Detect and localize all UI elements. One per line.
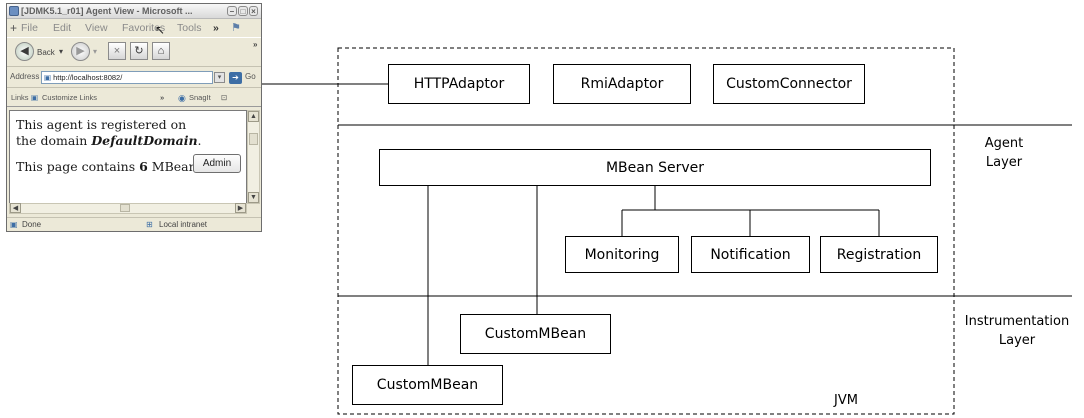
status-bar: ▣ Done ⊞ Local intranet <box>7 217 261 231</box>
jvm-boundary <box>337 47 955 415</box>
snagit-window-icon[interactable]: ⊡ <box>221 93 228 102</box>
mouse-pointer-icon: ↖ <box>155 23 166 37</box>
forward-arrow-icon[interactable]: ▶ <box>71 42 90 61</box>
domain-suffix: . <box>197 133 202 148</box>
back-button-label[interactable]: Back <box>37 48 55 57</box>
stop-icon[interactable]: × <box>108 42 126 60</box>
domain-line: the domain DefaultDomain. <box>16 133 246 149</box>
domain-prefix: the domain <box>16 133 92 148</box>
address-input[interactable]: ▣http://localhost:8082/ <box>41 71 213 84</box>
hscroll-thumb[interactable] <box>120 204 130 212</box>
done-page-icon: ▣ <box>10 220 18 229</box>
link-page-icon: ▣ <box>31 93 39 102</box>
close-icon[interactable]: × <box>249 6 258 16</box>
menu-bar: + File Edit View Favorites Tools » ⚑ ↖ <box>7 20 261 37</box>
home-icon[interactable]: ⌂ <box>152 42 170 60</box>
toolbar-more-icon[interactable]: » <box>253 40 258 49</box>
registration-box: Registration <box>820 236 938 273</box>
go-label[interactable]: Go <box>245 72 256 81</box>
custommbean-box-lower: CustomMBean <box>352 365 503 405</box>
horizontal-scrollbar[interactable]: ◀ ▶ <box>9 203 247 214</box>
back-dropdown-icon[interactable]: ▾ <box>59 47 64 56</box>
browser-window: [JDMK5.1_r01] Agent View - Microsoft ...… <box>6 3 262 232</box>
scroll-down-icon[interactable]: ▼ <box>248 192 259 203</box>
browser-titlebar: [JDMK5.1_r01] Agent View - Microsoft ...… <box>7 4 261 19</box>
custommbean-box-upper: CustomMBean <box>460 314 611 354</box>
snagit-icon: ◉ <box>178 93 186 103</box>
maximize-icon[interactable]: □ <box>238 6 248 16</box>
admin-button[interactable]: Admin <box>193 154 241 173</box>
forward-dropdown-icon[interactable]: ▾ <box>93 47 98 56</box>
scroll-up-icon[interactable]: ▲ <box>248 111 259 122</box>
domain-name: DefaultDomain <box>91 133 198 148</box>
intranet-icon: ⊞ <box>146 220 153 229</box>
page-icon: ▣ <box>44 73 52 82</box>
rmiadaptor-box: RmiAdaptor <box>553 64 691 104</box>
chevron-more-icon[interactable]: » <box>213 22 219 34</box>
httpadaptor-box: HTTPAdaptor <box>388 64 530 104</box>
instrumentation-layer-label: Instrumentation Layer <box>964 314 1070 348</box>
mbean-count: 6 <box>139 159 148 174</box>
links-more-icon[interactable]: » <box>160 93 165 102</box>
address-value: http://localhost:8082/ <box>53 73 123 82</box>
go-arrow-icon[interactable]: ➔ <box>229 72 242 84</box>
mbean-count-line: This page contains 6 MBean <box>16 159 246 175</box>
snagit-button[interactable]: SnagIt <box>189 93 211 102</box>
address-label: Address <box>10 72 40 81</box>
count-prefix: This page contains <box>16 159 140 174</box>
vertical-scrollbar[interactable]: ▲ ▼ <box>247 110 260 204</box>
scroll-left-icon[interactable]: ◀ <box>10 203 21 213</box>
notification-box: Notification <box>691 236 810 273</box>
cursor-crosshair-icon: + <box>10 21 18 35</box>
refresh-icon[interactable]: ↻ <box>130 42 148 60</box>
customize-links[interactable]: Customize Links <box>42 93 98 102</box>
scroll-thumb[interactable] <box>249 133 258 145</box>
ie-icon <box>9 6 19 16</box>
links-label: Links <box>11 93 29 102</box>
customconnector-box: CustomConnector <box>713 64 865 104</box>
browser-toolbar: ◀ Back ▾ ▶ ▾ × ↻ ⌂ » <box>7 37 261 67</box>
count-suffix: MBean <box>147 159 197 174</box>
zone-text: Local intranet <box>159 220 208 229</box>
address-bar: Address ▣http://localhost:8082/ ▾ ➔ Go <box>7 68 261 88</box>
menu-file[interactable]: File <box>21 22 38 34</box>
page-text: This agent is registered on the domain D… <box>16 117 246 175</box>
minimize-icon[interactable]: – <box>227 6 237 16</box>
address-dropdown-icon[interactable]: ▾ <box>214 72 225 83</box>
window-title: [JDMK5.1_r01] Agent View - Microsoft ... <box>21 6 193 16</box>
menu-edit[interactable]: Edit <box>53 22 72 34</box>
page-content: This agent is registered on the domain D… <box>9 110 247 204</box>
menu-tools[interactable]: Tools <box>177 22 202 34</box>
monitoring-box: Monitoring <box>565 236 679 273</box>
jvm-label: JVM <box>834 393 858 408</box>
registration-line: This agent is registered on <box>16 117 187 132</box>
scroll-right-icon[interactable]: ▶ <box>235 203 246 213</box>
back-arrow-icon[interactable]: ◀ <box>15 42 34 61</box>
windows-flag-icon: ⚑ <box>231 22 241 34</box>
menu-favorites[interactable]: Favorites <box>122 22 166 34</box>
status-text: Done <box>22 220 42 229</box>
links-bar: Links ▣ Customize Links » ◉ SnagIt ⊡ <box>7 89 261 107</box>
agent-layer-label: Agent Layer <box>984 136 1024 170</box>
menu-view[interactable]: View <box>85 22 108 34</box>
mbean-server-box: MBean Server <box>379 149 931 186</box>
